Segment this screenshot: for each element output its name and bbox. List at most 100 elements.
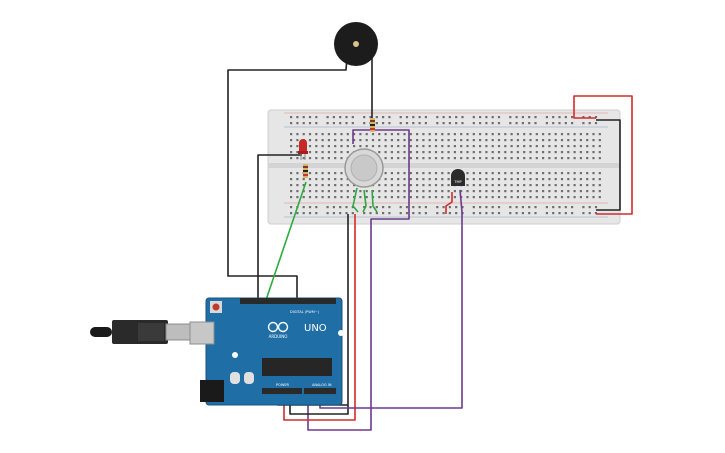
rail-hole[interactable]: [509, 212, 512, 215]
breadboard-hole[interactable]: [592, 139, 595, 142]
breadboard-hole[interactable]: [390, 172, 393, 175]
breadboard-hole[interactable]: [529, 196, 532, 199]
wire-temp-power[interactable]: [445, 192, 453, 214]
rail-hole[interactable]: [339, 116, 342, 119]
breadboard-hole[interactable]: [409, 196, 412, 199]
rail-hole[interactable]: [302, 122, 305, 125]
breadboard-hole[interactable]: [434, 184, 438, 187]
breadboard-hole[interactable]: [567, 172, 570, 175]
breadboard-hole[interactable]: [334, 133, 337, 136]
breadboard-hole[interactable]: [472, 133, 475, 136]
breadboard-hole[interactable]: [504, 190, 507, 193]
rail-hole[interactable]: [382, 206, 385, 209]
breadboard-hole[interactable]: [523, 151, 526, 154]
rail-hole[interactable]: [448, 212, 451, 215]
breadboard-hole[interactable]: [592, 196, 595, 199]
breadboard-hole[interactable]: [403, 172, 406, 175]
breadboard-hole[interactable]: [598, 139, 601, 142]
breadboard-hole[interactable]: [403, 157, 406, 160]
breadboard-hole[interactable]: [560, 196, 564, 199]
breadboard-hole[interactable]: [378, 184, 381, 187]
breadboard-hole[interactable]: [302, 178, 305, 181]
breadboard-hole[interactable]: [428, 151, 431, 154]
breadboard-hole[interactable]: [485, 196, 488, 199]
breadboard-hole[interactable]: [416, 172, 419, 175]
wire-rail-black-jumper[interactable]: [596, 119, 621, 211]
breadboard-hole[interactable]: [579, 151, 582, 154]
breadboard-hole[interactable]: [592, 184, 595, 187]
breadboard-hole[interactable]: [567, 190, 570, 193]
breadboard-hole[interactable]: [334, 151, 337, 154]
breadboard-hole[interactable]: [592, 172, 595, 175]
breadboard-hole[interactable]: [434, 145, 438, 148]
breadboard-hole[interactable]: [497, 151, 501, 154]
rail-hole[interactable]: [424, 116, 427, 119]
rail-hole[interactable]: [594, 212, 598, 215]
rail-hole[interactable]: [363, 206, 366, 209]
breadboard-hole[interactable]: [567, 184, 570, 187]
breadboard-hole[interactable]: [384, 145, 387, 148]
rail-hole[interactable]: [552, 116, 555, 119]
breadboard-hole[interactable]: [567, 133, 570, 136]
breadboard-hole[interactable]: [504, 133, 507, 136]
rail-hole[interactable]: [382, 122, 385, 125]
breadboard-hole[interactable]: [485, 190, 488, 193]
rail-hole[interactable]: [418, 206, 421, 209]
rail-hole[interactable]: [534, 122, 537, 125]
usb-cable[interactable]: [90, 320, 191, 344]
breadboard-hole[interactable]: [535, 157, 538, 160]
breadboard-hole[interactable]: [416, 157, 419, 160]
breadboard-hole[interactable]: [510, 196, 513, 199]
breadboard-hole[interactable]: [428, 196, 431, 199]
rail-hole[interactable]: [448, 122, 451, 125]
rail-hole[interactable]: [497, 212, 501, 215]
breadboard-hole[interactable]: [447, 184, 450, 187]
breadboard-hole[interactable]: [516, 196, 519, 199]
breadboard-hole[interactable]: [466, 133, 469, 136]
breadboard-hole[interactable]: [491, 184, 494, 187]
breadboard-hole[interactable]: [422, 190, 425, 193]
breadboard-hole[interactable]: [479, 190, 482, 193]
breadboard-hole[interactable]: [428, 172, 431, 175]
breadboard-hole[interactable]: [378, 196, 381, 199]
breadboard-hole[interactable]: [554, 196, 557, 199]
breadboard-hole[interactable]: [390, 178, 393, 181]
breadboard-hole[interactable]: [504, 178, 507, 181]
breadboard-hole[interactable]: [308, 172, 312, 175]
rail-hole[interactable]: [528, 206, 531, 209]
breadboard-hole[interactable]: [535, 190, 538, 193]
breadboard-hole[interactable]: [535, 184, 538, 187]
breadboard-hole[interactable]: [510, 172, 513, 175]
breadboard-hole[interactable]: [516, 190, 519, 193]
rail-hole[interactable]: [345, 116, 348, 119]
rail-hole[interactable]: [558, 116, 561, 119]
rail-hole[interactable]: [442, 116, 445, 119]
breadboard-hole[interactable]: [384, 172, 387, 175]
rail-hole[interactable]: [552, 206, 555, 209]
breadboard-hole[interactable]: [365, 139, 368, 142]
breadboard-hole[interactable]: [346, 196, 349, 199]
breadboard-hole[interactable]: [523, 145, 526, 148]
rail-hole[interactable]: [534, 212, 537, 215]
breadboard-hole[interactable]: [592, 157, 595, 160]
breadboard-hole[interactable]: [504, 139, 507, 142]
breadboard-hole[interactable]: [579, 184, 582, 187]
breadboard-hole[interactable]: [441, 172, 444, 175]
breadboard-hole[interactable]: [472, 157, 475, 160]
breadboard-hole[interactable]: [434, 178, 438, 181]
rail-hole[interactable]: [315, 116, 318, 119]
rail-hole[interactable]: [528, 122, 531, 125]
breadboard-hole[interactable]: [542, 157, 545, 160]
breadboard-hole[interactable]: [491, 196, 494, 199]
breadboard-hole[interactable]: [485, 133, 488, 136]
breadboard-hole[interactable]: [403, 190, 406, 193]
breadboard-hole[interactable]: [346, 139, 349, 142]
wire-led-signal[interactable]: [257, 154, 302, 300]
breadboard-hole[interactable]: [290, 157, 293, 160]
rail-hole[interactable]: [558, 212, 561, 215]
breadboard-hole[interactable]: [523, 172, 526, 175]
rail-hole[interactable]: [369, 116, 372, 119]
breadboard-hole[interactable]: [535, 139, 538, 142]
breadboard-hole[interactable]: [567, 178, 570, 181]
rail-hole[interactable]: [461, 116, 464, 119]
